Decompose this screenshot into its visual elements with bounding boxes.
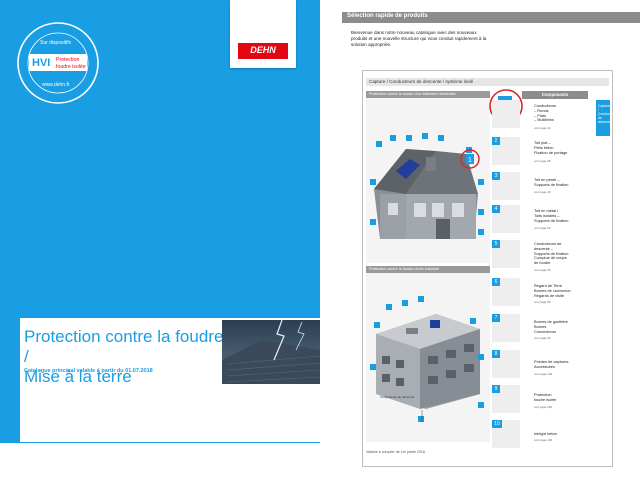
dehn-logo: DEHN bbox=[238, 43, 288, 59]
component-number: 5 bbox=[492, 240, 500, 248]
industrial-building-panel: Protection contre la foudre d'une indust… bbox=[366, 266, 490, 442]
hvi-ring-text: Sur dispositifs bbox=[40, 40, 72, 46]
intro-text: Bienvenue dans notre nouveau catalogue a… bbox=[351, 30, 487, 47]
component-number: 9 bbox=[492, 385, 500, 393]
cover-subtitle: Catalogue principal valable à partir du … bbox=[24, 368, 153, 374]
hvi-tag-line2: foudre isolée bbox=[56, 64, 86, 70]
component-label: Regard de Terre Bornes de connexion Rega… bbox=[534, 283, 571, 298]
hvi-tag-line1: Protection bbox=[56, 57, 79, 63]
component-label: Toit plat – Piets béton Fixation de port… bbox=[534, 140, 568, 155]
component-label: Intégré béton bbox=[534, 431, 557, 436]
cover-title: Protection contre la foudre / Mise à la … bbox=[24, 327, 224, 386]
component-page-link[interactable]: voir page 80 bbox=[534, 300, 551, 304]
side-tab-text: Capture / Conducteurs de descente bbox=[598, 104, 618, 124]
component-label: Protection foudre isolée bbox=[534, 392, 557, 402]
component-page-link[interactable]: voir page 118 bbox=[534, 405, 552, 409]
residential-house-panel: Protection contre la foudre d'un bâtimen… bbox=[366, 91, 490, 263]
component-page-link[interactable]: voir page 104 bbox=[534, 372, 553, 376]
component-number: 3 bbox=[492, 172, 500, 180]
component-label: Conducteurs – Ronds – Plats – Multibrins bbox=[534, 103, 557, 123]
hvi-bottom-text: www.dehn.fr bbox=[42, 82, 70, 88]
component-label: Toit en métal / Toits isolants – Support… bbox=[534, 208, 569, 223]
house1-title-bar: Protection contre la foudre d'un bâtimen… bbox=[366, 91, 490, 98]
component-page-link[interactable]: voir page 52 bbox=[534, 226, 551, 230]
component-page-link[interactable]: voir page 66 bbox=[534, 268, 551, 272]
component-number: 2 bbox=[492, 137, 500, 145]
conductor-image-icon bbox=[492, 100, 520, 128]
dehn-logo-tab: DEHN bbox=[230, 0, 296, 68]
page-footer: Valable à compter de 1re partie 2018 bbox=[366, 450, 425, 454]
house2-title: Protection contre la foudre d'une indust… bbox=[369, 267, 440, 271]
section-side-tab: Capture / Conducteurs de descente bbox=[596, 100, 618, 136]
house2-annotation: Conducteurs de descente bbox=[380, 395, 415, 399]
lightning-photo-icon bbox=[222, 320, 320, 384]
dehn-logo-text: DEHN bbox=[250, 45, 276, 55]
component-number: 4 bbox=[492, 205, 500, 213]
component-label: Bornes de gouttière Bornes Connecteurs bbox=[534, 319, 568, 334]
house1-callout: 1 bbox=[468, 157, 472, 164]
house2-title-bar: Protection contre la foudre d'une indust… bbox=[366, 266, 490, 273]
hvi-brand: HVI bbox=[32, 57, 50, 69]
frame-title-bar: Capture / Conducteurs de descente / syst… bbox=[366, 78, 609, 86]
page-header-text: Sélection rapide de produits bbox=[347, 13, 428, 19]
component-page-link[interactable]: voir page 40 bbox=[534, 190, 551, 194]
component-label: Pointes de captures Accessoires bbox=[534, 359, 569, 369]
components-header-bar: Composants bbox=[522, 91, 588, 99]
component-number: 7 bbox=[492, 314, 500, 322]
component-number: 8 bbox=[492, 350, 500, 358]
component-number: 10 bbox=[492, 420, 502, 428]
component-page-link[interactable]: voir page 28 bbox=[534, 159, 551, 163]
component-number: 6 bbox=[492, 278, 500, 286]
component-page-link[interactable]: voir page 12 bbox=[534, 126, 551, 130]
industrial-building-illustration-icon: Conducteurs de descente bbox=[370, 296, 484, 422]
component-page-link[interactable]: voir page 92 bbox=[534, 336, 551, 340]
components-header: Composants bbox=[541, 92, 569, 97]
frame-title-text: Capture / Conducteurs de descente / syst… bbox=[369, 79, 474, 84]
component-label: Conducteurs de descente – Supports de fi… bbox=[534, 241, 569, 266]
page-header-bar: Sélection rapide de produits bbox=[342, 12, 640, 23]
hvi-seal-icon: HVI Protection foudre isolée Sur disposi… bbox=[17, 22, 99, 104]
house1-title: Protection contre la foudre d'un bâtimen… bbox=[369, 92, 456, 96]
component-label: Toit en pente – Supports de fixation bbox=[534, 177, 569, 187]
component-page-link[interactable]: voir page 130 bbox=[534, 438, 553, 442]
residential-house-illustration-icon: 1 bbox=[370, 133, 484, 239]
